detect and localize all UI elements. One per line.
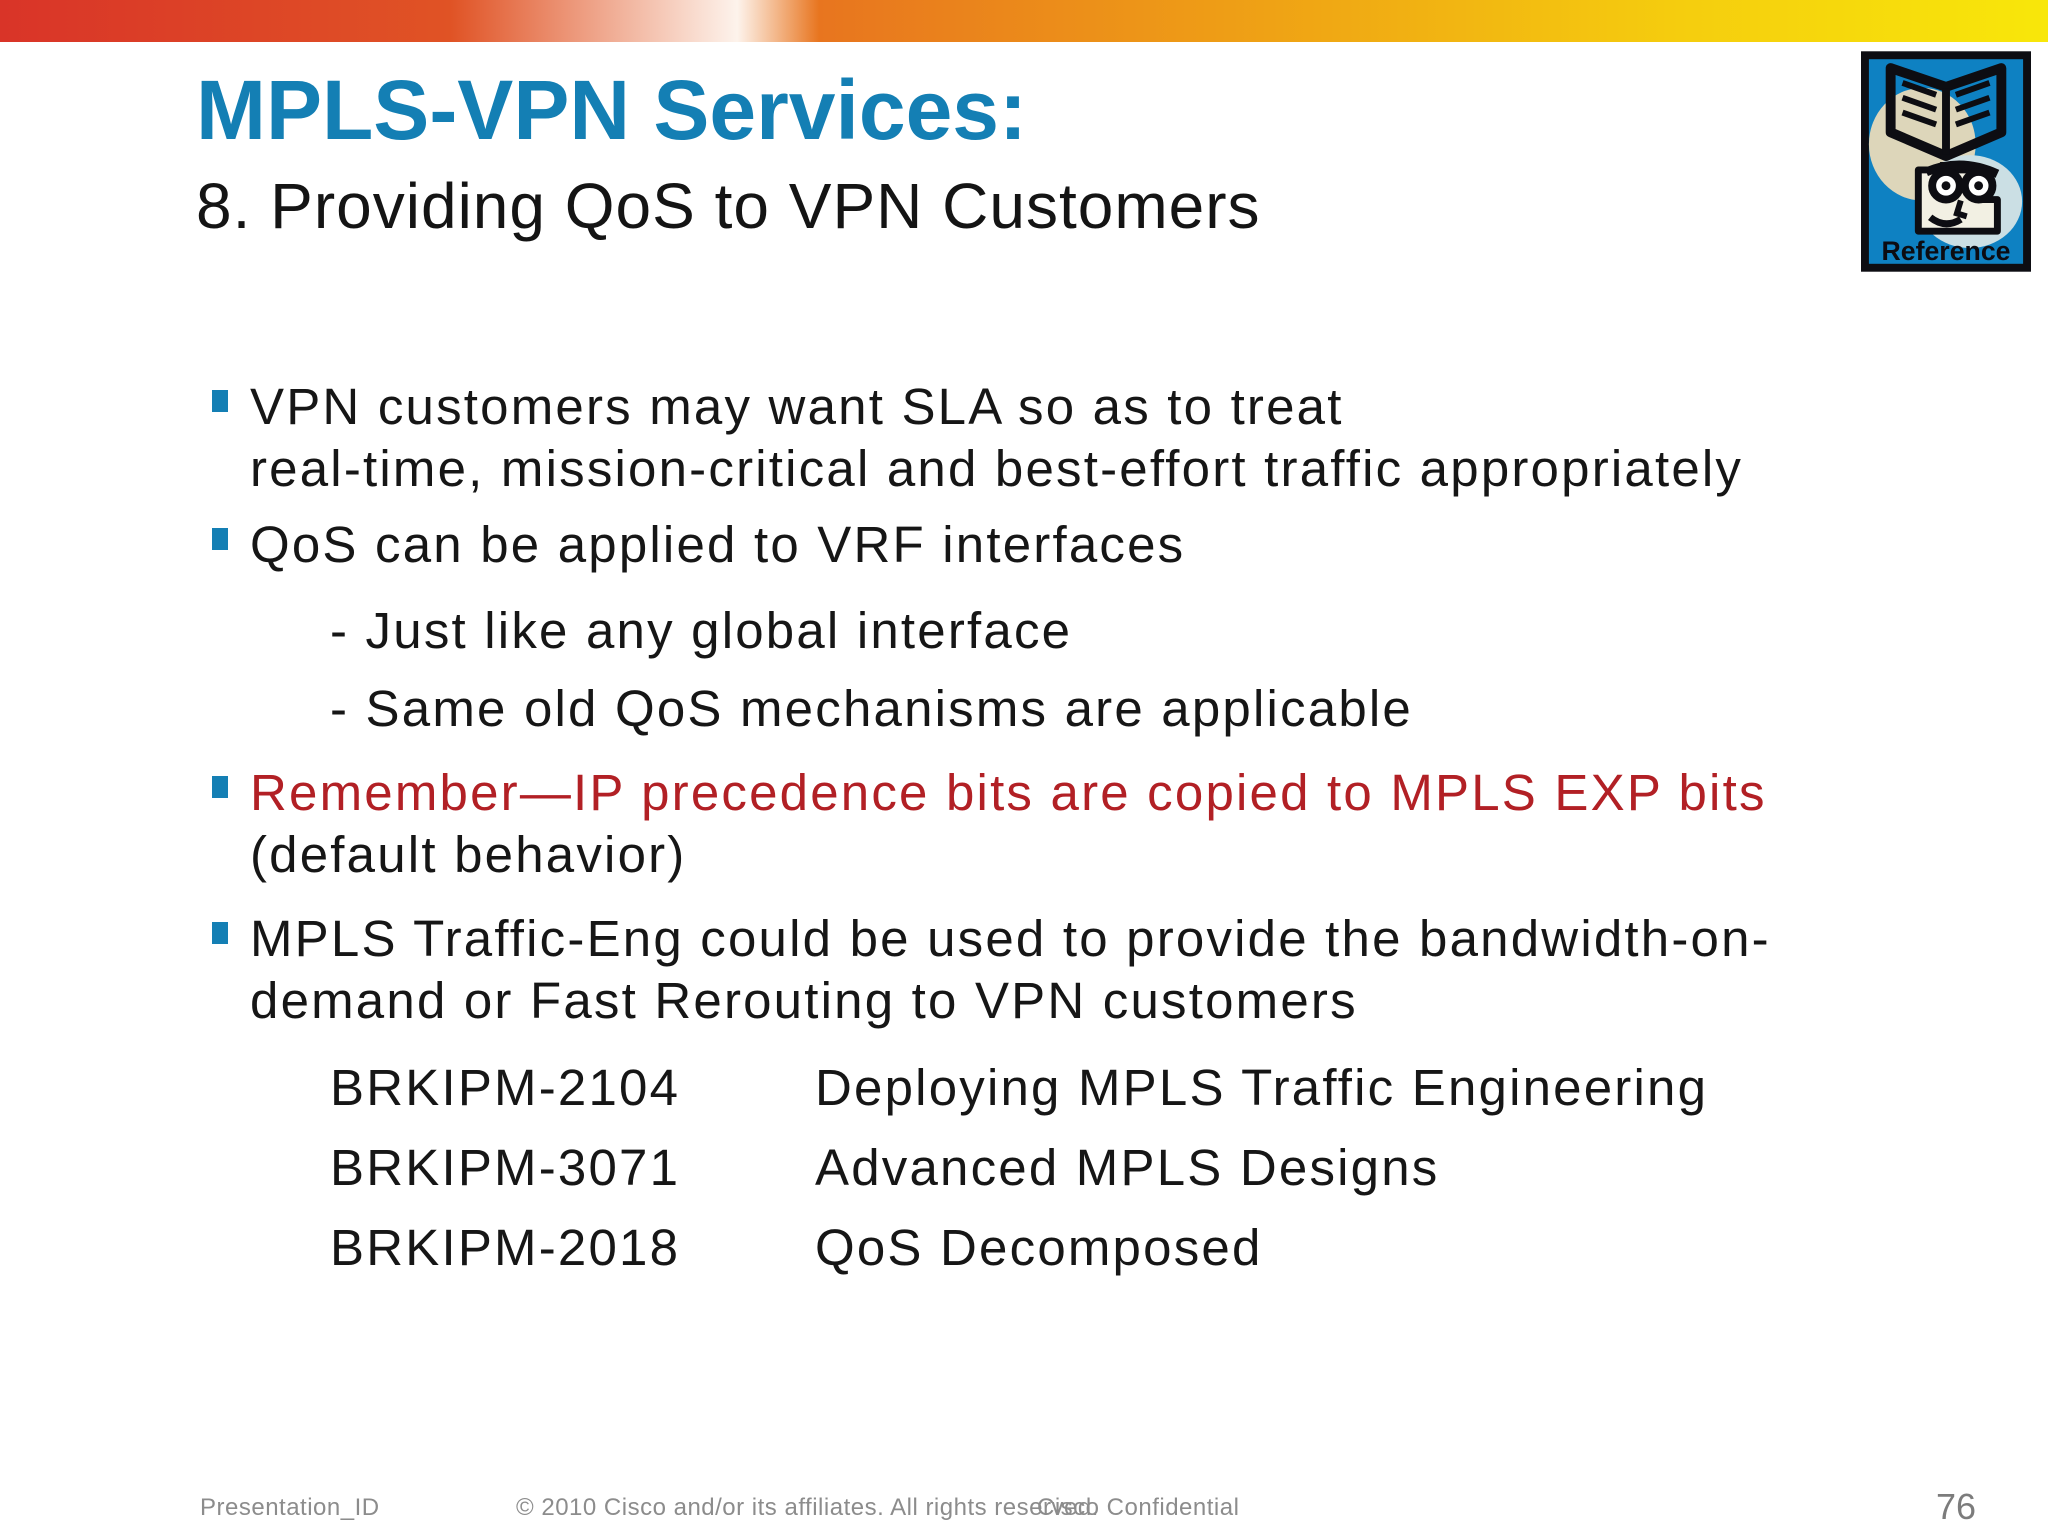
bullet-line: MPLS Traffic-Eng could be used to provid… bbox=[250, 910, 1771, 967]
slide-subtitle: 8. Providing QoS to VPN Customers bbox=[196, 170, 1261, 242]
bullet-marker bbox=[212, 776, 228, 798]
slide-title: MPLS-VPN Services: bbox=[196, 63, 1027, 157]
bullet-line: real-time, mission-critical and best-eff… bbox=[250, 440, 1744, 497]
footer-copyright: © 2010 Cisco and/or its affiliates. All … bbox=[516, 1494, 1099, 1521]
footer-presentation-id: Presentation_ID bbox=[200, 1494, 380, 1521]
footer-confidential: Cisco Confidential bbox=[1037, 1494, 1240, 1521]
face-icon bbox=[1914, 160, 2001, 235]
bullet-item-sla: VPN customers may want SLA so as to trea… bbox=[250, 376, 1743, 500]
bullet-line: VPN customers may want SLA so as to trea… bbox=[250, 378, 1344, 435]
bullet-item-remember: Remember—IP precedence bits are copied t… bbox=[250, 762, 1767, 886]
session-code: BRKIPM-2104 bbox=[330, 1059, 681, 1116]
bullet-marker bbox=[212, 390, 228, 412]
reference-badge-label: Reference bbox=[1882, 236, 2011, 266]
bullet-item-traffic-eng: MPLS Traffic-Eng could be used to provid… bbox=[250, 908, 1771, 1032]
bullet-marker bbox=[212, 922, 228, 944]
sub-bullet-global-interface: - Just like any global interface bbox=[330, 602, 1073, 659]
session-title: Advanced MPLS Designs bbox=[815, 1139, 1440, 1196]
bullet-line: QoS can be applied to VRF interfaces bbox=[250, 516, 1186, 573]
session-code: BRKIPM-3071 bbox=[330, 1139, 681, 1196]
bullet-item-qos-vrf: QoS can be applied to VRF interfaces bbox=[250, 514, 1185, 576]
top-gradient-bar bbox=[0, 0, 2048, 42]
session-title: Deploying MPLS Traffic Engineering bbox=[815, 1059, 1709, 1116]
bullet-marker bbox=[212, 528, 228, 550]
bullet-line: demand or Fast Rerouting to VPN customer… bbox=[250, 972, 1358, 1029]
session-title: QoS Decomposed bbox=[815, 1219, 1263, 1276]
bullet-line-red: Remember—IP precedence bits are copied t… bbox=[250, 764, 1767, 821]
bullet-line: (default behavior) bbox=[250, 826, 687, 883]
sub-bullet-qos-mechanisms: - Same old QoS mechanisms are applicable bbox=[330, 680, 1413, 737]
open-book-icon bbox=[1885, 63, 2007, 162]
session-code: BRKIPM-2018 bbox=[330, 1219, 681, 1276]
reference-badge-icon: Reference bbox=[1861, 51, 2031, 272]
page-number: 76 bbox=[1935, 1486, 1976, 1527]
